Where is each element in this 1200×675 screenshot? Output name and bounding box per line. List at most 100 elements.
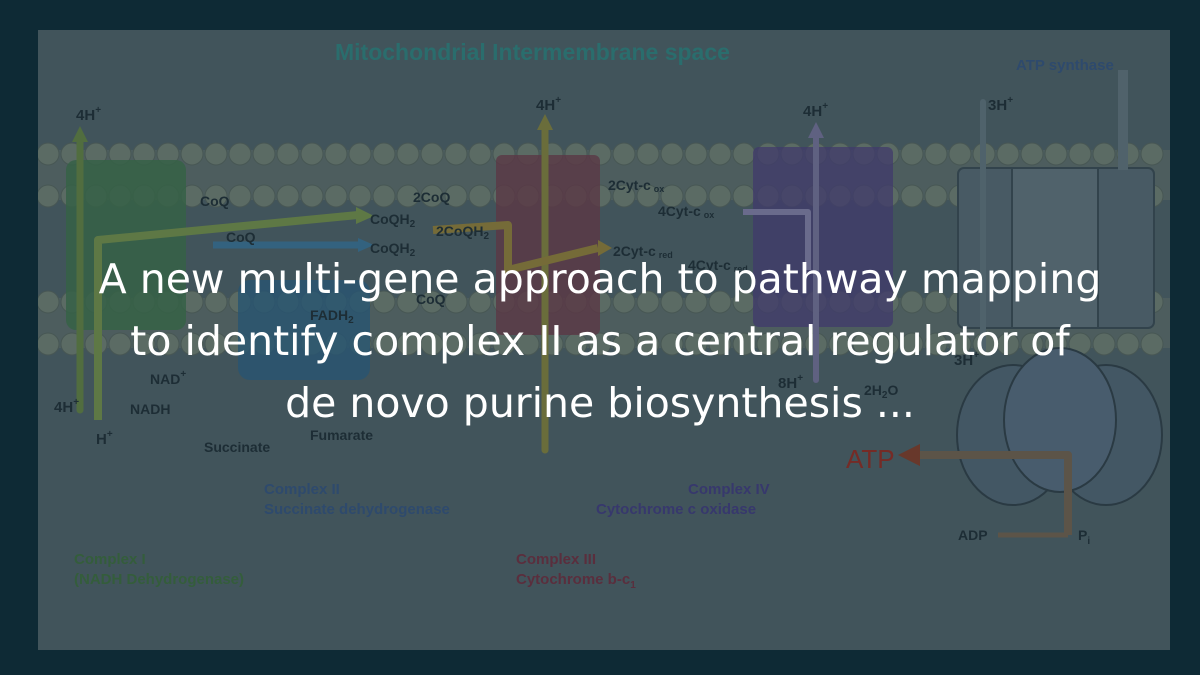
lipid-head [324, 184, 348, 208]
background-diagram: Mitochondrial Intermembrane space ATP sy… [38, 30, 1170, 650]
lipid-head [300, 184, 324, 208]
atp-synthase-label: ATP synthase [1016, 57, 1114, 74]
lipid-head [180, 332, 204, 356]
atp-top-proton-label: 3H+ [988, 95, 1013, 114]
complex3-desc: Cytochrome b-c1 [516, 571, 636, 591]
lipid-head [348, 184, 372, 208]
c4-top-proton-label: 4H+ [803, 101, 828, 120]
lipid-head [396, 290, 420, 314]
lipid-head [876, 332, 900, 356]
lipid-head [612, 290, 636, 314]
lipid-head [444, 332, 468, 356]
lipid-head [660, 290, 684, 314]
lipid-head [708, 184, 732, 208]
lipid-head [444, 142, 468, 166]
lipid-head [900, 184, 924, 208]
lipid-head [756, 332, 780, 356]
lipid-head [444, 290, 468, 314]
lipid-head [1092, 142, 1116, 166]
lipid-head [108, 332, 132, 356]
lipid-head [204, 142, 228, 166]
lipid-head [1020, 142, 1044, 166]
coqh2-label-1: CoQH2 [370, 211, 416, 230]
c4-bottom-proton-label: 8H+ [778, 373, 803, 392]
lipid-head [420, 290, 444, 314]
lipid-head [348, 142, 372, 166]
lipid-head [252, 184, 276, 208]
lipid-head [828, 332, 852, 356]
lipid-head [420, 142, 444, 166]
lipid-head [684, 142, 708, 166]
complex4-name: Complex IV [688, 481, 770, 498]
lipid-head [204, 290, 228, 314]
lipid-head [636, 184, 660, 208]
c1-electron-arrowhead [356, 207, 374, 224]
lipid-head [38, 332, 60, 356]
lipid-head [444, 184, 468, 208]
lipid-head [924, 184, 948, 208]
lipid-head [228, 184, 252, 208]
lipid-head [900, 332, 924, 356]
complex4-body [753, 147, 893, 327]
complex2-body [238, 280, 370, 380]
lipid-head [780, 332, 804, 356]
lipid-head [948, 142, 972, 166]
c1-top-proton-label: 4H+ [76, 105, 101, 124]
lipid-head [924, 332, 948, 356]
lipid-head [684, 332, 708, 356]
lipid-head [588, 332, 612, 356]
lipid-head [204, 332, 228, 356]
lipid-head [612, 142, 636, 166]
lipid-head [708, 290, 732, 314]
lipid-head [1092, 332, 1116, 356]
lipid-head [612, 184, 636, 208]
lipid-head [372, 184, 396, 208]
headline-line-2: to identify complex II as a central regu… [130, 317, 1070, 365]
lipid-head [132, 332, 156, 356]
lipid-head [948, 332, 972, 356]
intermembrane-title: Mitochondrial Intermembrane space [335, 39, 730, 65]
lipid-head [228, 142, 252, 166]
complex1-name: Complex I [74, 551, 146, 568]
lipid-head [156, 332, 180, 356]
nadh-label: NADH [130, 401, 170, 417]
c3-electron-pipe [432, 221, 599, 274]
atp-label: ATP [846, 444, 895, 474]
lipid-head [732, 332, 756, 356]
lipid-head [468, 290, 492, 314]
complex-labels: Complex II Succinate dehydrogenase Compl… [74, 481, 770, 591]
complex2-name: Complex II [264, 481, 340, 498]
complex1-desc: (NADH Dehydrogenase) [74, 571, 244, 588]
fadh2-label: FADH2 [310, 307, 354, 326]
c3-proton-arrowhead [537, 114, 553, 130]
c1-electron-pipe [94, 211, 359, 420]
complex2-desc: Succinate dehydrogenase [264, 501, 450, 518]
h2o-label: 2H2O [864, 382, 898, 401]
c3-top-proton-label: 4H+ [536, 95, 561, 114]
lipid-head [1140, 332, 1164, 356]
lipid-head [276, 142, 300, 166]
proton-labels: 4H+ 4H+ 4H+ 3H+ 4H+ H+ 8H+ 3H+ [54, 95, 1013, 448]
lipid-head [396, 184, 420, 208]
lipid-head [180, 142, 204, 166]
lipid-head [852, 332, 876, 356]
lipid-head [900, 290, 924, 314]
lipid-head [636, 332, 660, 356]
etc-diagram: Mitochondrial Intermembrane space ATP sy… [38, 39, 1170, 591]
lipid-head [924, 290, 948, 314]
fumarate-label: Fumarate [310, 427, 373, 443]
lipid-head [468, 142, 492, 166]
c4-proton-arrowhead [808, 122, 824, 138]
lipid-head [468, 184, 492, 208]
succinate-label: Succinate [204, 439, 270, 455]
2coq-label: 2CoQ [413, 189, 450, 205]
complex4-desc: Cytochrome c oxidase [596, 501, 756, 518]
lipid-head [636, 290, 660, 314]
lipid-head [38, 184, 60, 208]
lipid-head [420, 332, 444, 356]
lipid-head [252, 142, 276, 166]
